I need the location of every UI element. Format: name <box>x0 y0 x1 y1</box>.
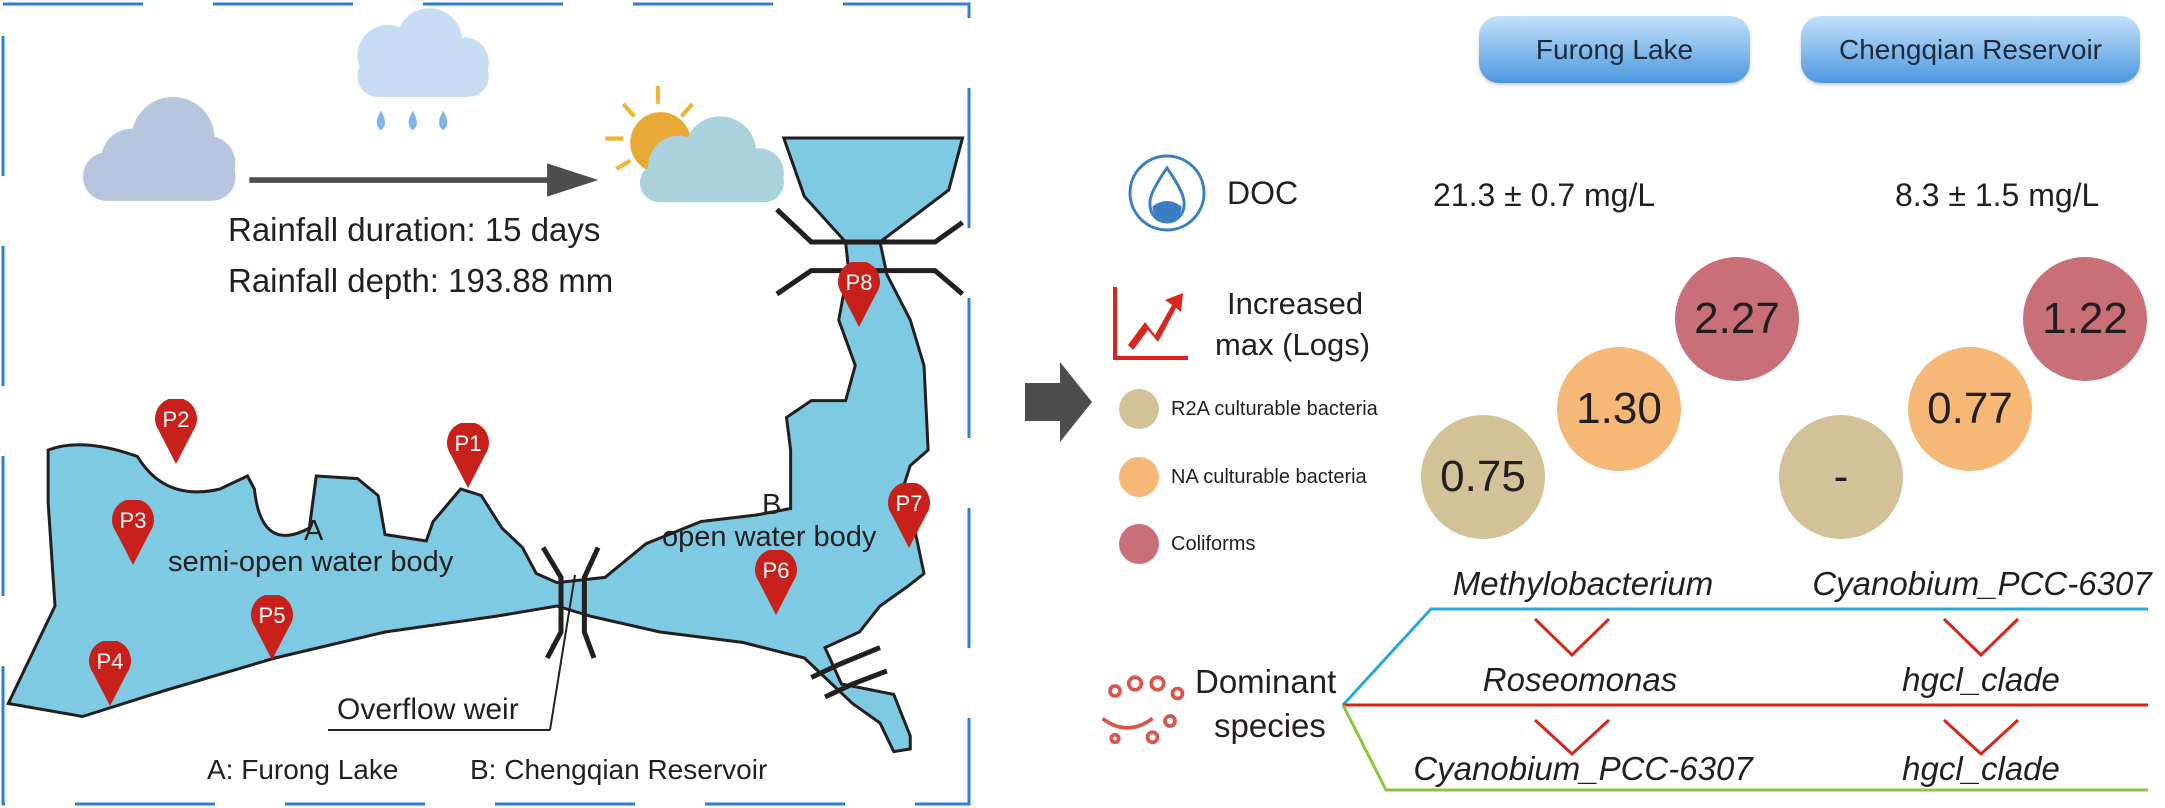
legend-item: Coliforms <box>1119 524 1255 564</box>
column-chengqian: Chengqian Reservoir <box>1801 16 2140 83</box>
site-label: P5 <box>258 603 286 628</box>
legend-swatch <box>1119 389 1159 429</box>
site-marker-p4: P4 <box>88 641 132 707</box>
area-a-letter: A <box>304 515 324 547</box>
transition-arrow <box>1025 362 1092 442</box>
area-b-name: open water body <box>662 521 877 553</box>
site-marker-p2: P2 <box>154 399 198 465</box>
furong-species-1: Methylobacterium <box>1452 565 1714 602</box>
site-label: P8 <box>845 270 873 295</box>
site-label: P6 <box>762 558 790 583</box>
dominant-label-1: Dominant <box>1195 663 1337 700</box>
sun-cloud-icon <box>605 85 784 203</box>
site-label: P3 <box>119 508 147 533</box>
legend-label: NA culturable bacteria <box>1171 466 1367 488</box>
increase-label-1: Increased <box>1227 286 1364 321</box>
site-label: P2 <box>162 407 190 432</box>
doc-chengqian: 8.3 ± 1.5 mg/L <box>1895 177 2100 213</box>
rainfall-duration: Rainfall duration: 15 days <box>228 211 601 248</box>
site-label: P7 <box>895 491 923 516</box>
legend-item: NA culturable bacteria <box>1119 457 1367 497</box>
area-b-letter: B <box>762 489 782 521</box>
water-drop-icon <box>1128 154 1206 232</box>
legend-label: Coliforms <box>1171 533 1256 555</box>
furong-circle-r2a: 0.75 <box>1421 415 1545 539</box>
dominant-species-lines <box>1341 607 2148 792</box>
chengqian-circle-r2a: - <box>1779 415 1903 539</box>
legend-label: R2A culturable bacteria <box>1171 398 1378 420</box>
chengqian-species-2: hgcl_clade <box>1902 661 2060 698</box>
rainfall-depth: Rainfall depth: 193.88 mm <box>228 262 614 299</box>
chengqian-species-1: Cyanobium_PCC-6307 <box>1812 565 2152 602</box>
site-marker-p1: P1 <box>446 423 490 489</box>
site-label: P1 <box>454 431 482 456</box>
rain-cloud-icon <box>357 8 489 131</box>
site-label: P4 <box>96 649 124 674</box>
furong-species-3: Cyanobium_PCC-6307 <box>1413 750 1753 787</box>
transition-chevrons <box>1533 617 2020 757</box>
chengqian-species-3: hgcl_clade <box>1902 750 2060 787</box>
dashed-frame <box>1 2 971 806</box>
furong-species-2: Roseomonas <box>1482 661 1678 698</box>
legend-swatch <box>1119 457 1159 497</box>
chengqian-circle-coliforms: 1.22 <box>2023 257 2147 381</box>
increase-label-2: max (Logs) <box>1215 327 1371 362</box>
site-marker-p5: P5 <box>250 595 294 661</box>
site-marker-p7: P7 <box>887 483 931 549</box>
bacteria-icon <box>1101 675 1185 745</box>
furong-circle-na: 1.30 <box>1557 347 1681 471</box>
legend-b: B: Chengqian Reservoir <box>470 754 768 785</box>
furong-circle-coliforms: 2.27 <box>1675 257 1799 381</box>
doc-label: DOC <box>1227 175 1299 211</box>
time-arrow <box>249 163 599 197</box>
site-marker-p8: P8 <box>837 262 881 328</box>
legend-swatch <box>1119 524 1159 564</box>
column-furong: Furong Lake <box>1479 16 1750 83</box>
chengqian-circle-na: 0.77 <box>1908 347 2032 471</box>
area-a-name: semi-open water body <box>168 546 454 578</box>
legend-a: A: Furong Lake <box>207 754 399 785</box>
dominant-label-2: species <box>1214 707 1326 744</box>
overflow-weir-label: Overflow weir <box>337 693 519 726</box>
water-body <box>8 138 962 752</box>
site-marker-p6: P6 <box>754 550 798 616</box>
site-marker-p3: P3 <box>111 500 155 566</box>
cloud-icon <box>83 96 236 201</box>
weir-pointer <box>549 574 576 731</box>
increase-chart-icon <box>1113 287 1188 360</box>
legend-item: R2A culturable bacteria <box>1119 389 1378 429</box>
doc-furong: 21.3 ± 0.7 mg/L <box>1433 177 1656 213</box>
